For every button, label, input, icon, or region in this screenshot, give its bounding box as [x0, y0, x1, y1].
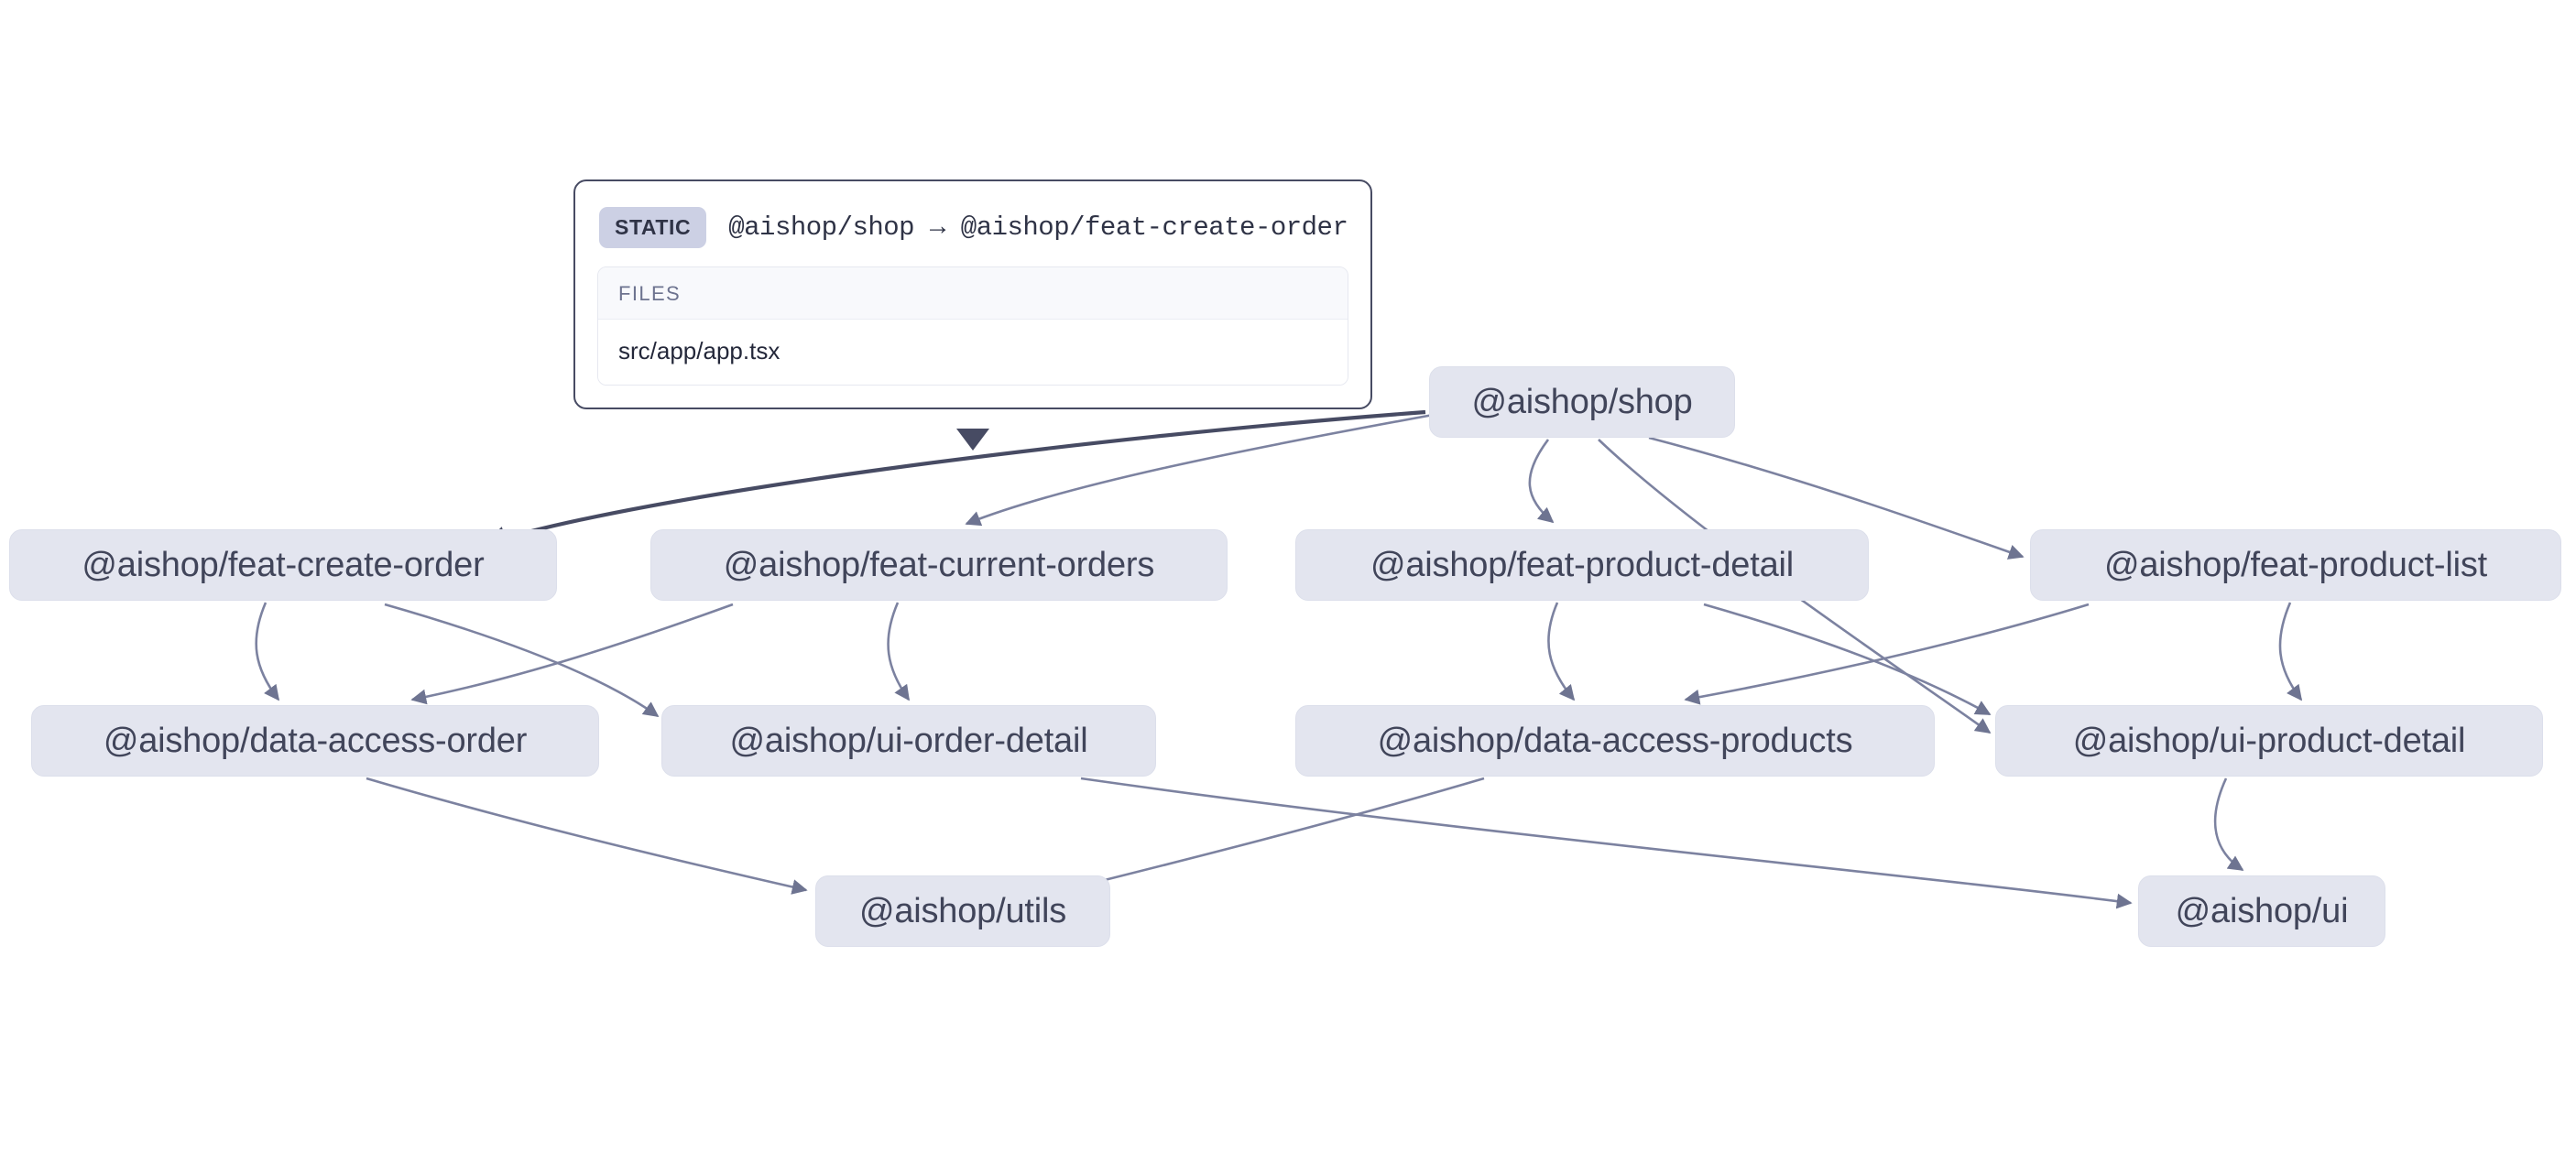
files-panel-header: FILES	[598, 267, 1348, 320]
static-badge: STATIC	[599, 207, 707, 248]
edge-feat-product-list-to-data-access-products	[1684, 603, 2090, 705]
graph-node-label: @aishop/ui	[2175, 891, 2349, 930]
graph-node-label: @aishop/utils	[858, 891, 1067, 930]
graph-node-label: @aishop/ui-product-detail	[2072, 721, 2466, 760]
graph-node-ui[interactable]: @aishop/ui	[2138, 875, 2385, 947]
graph-node-label: @aishop/shop	[1471, 382, 1693, 421]
edge-data-access-products-to-utils	[1077, 777, 1485, 891]
files-panel: FILES src/app/app.tsx	[597, 266, 1348, 386]
edge-shop-to-feat-product-detail	[1528, 439, 1555, 524]
graph-node-ui-product-detail[interactable]: @aishop/ui-product-detail	[1995, 705, 2543, 777]
card-anchor-arrow	[956, 429, 989, 451]
graph-node-feat-create-order[interactable]: @aishop/feat-create-order	[9, 529, 557, 601]
graph-node-label: @aishop/feat-create-order	[82, 545, 485, 584]
graph-node-data-access-order[interactable]: @aishop/data-access-order	[31, 705, 599, 777]
graph-node-label: @aishop/feat-product-detail	[1370, 545, 1794, 584]
graph-node-ui-order-detail[interactable]: @aishop/ui-order-detail	[661, 705, 1156, 777]
edge-ui-product-detail-to-ui	[2213, 777, 2244, 872]
edge-data-access-order-to-utils	[366, 777, 808, 895]
edge-detail-header: STATIC @aishop/shop → @aishop/feat-creat…	[597, 201, 1348, 266]
edge-feat-create-order-to-ui-order-detail	[384, 603, 660, 718]
graph-node-label: @aishop/data-access-order	[103, 721, 528, 760]
edge-feat-product-list-to-ui-product-detail	[2278, 602, 2303, 701]
file-list-item[interactable]: src/app/app.tsx	[598, 320, 1348, 385]
edge-ui-order-detail-to-ui	[1080, 777, 2133, 909]
edge-feat-create-order-to-data-access-order	[255, 602, 280, 701]
graph-node-data-access-products[interactable]: @aishop/data-access-products	[1295, 705, 1935, 777]
graph-node-feat-current-orders[interactable]: @aishop/feat-current-orders	[650, 529, 1228, 601]
graph-node-label: @aishop/ui-order-detail	[729, 721, 1088, 760]
edge-shop-to-feat-create-order	[483, 409, 1426, 549]
edge-feat-current-orders-to-data-access-order	[410, 603, 734, 705]
graph-node-label: @aishop/feat-product-list	[2104, 545, 2487, 584]
graph-node-feat-product-detail[interactable]: @aishop/feat-product-detail	[1295, 529, 1869, 601]
edge-detail-card[interactable]: STATIC @aishop/shop → @aishop/feat-creat…	[573, 179, 1372, 409]
graph-node-shop[interactable]: @aishop/shop	[1429, 366, 1735, 438]
graph-node-utils[interactable]: @aishop/utils	[815, 875, 1110, 947]
edge-detail-title: @aishop/shop → @aishop/feat-create-order	[728, 212, 1348, 243]
edge-feat-current-orders-to-ui-order-detail	[887, 602, 911, 701]
graph-node-feat-product-list[interactable]: @aishop/feat-product-list	[2030, 529, 2561, 601]
edge-shop-to-feat-current-orders	[965, 412, 1439, 527]
edge-feat-product-detail-to-ui-product-detail	[1703, 603, 1992, 716]
edge-feat-product-detail-to-data-access-products	[1547, 602, 1576, 701]
graph-node-label: @aishop/data-access-products	[1377, 721, 1853, 760]
graph-node-label: @aishop/feat-current-orders	[723, 545, 1155, 584]
